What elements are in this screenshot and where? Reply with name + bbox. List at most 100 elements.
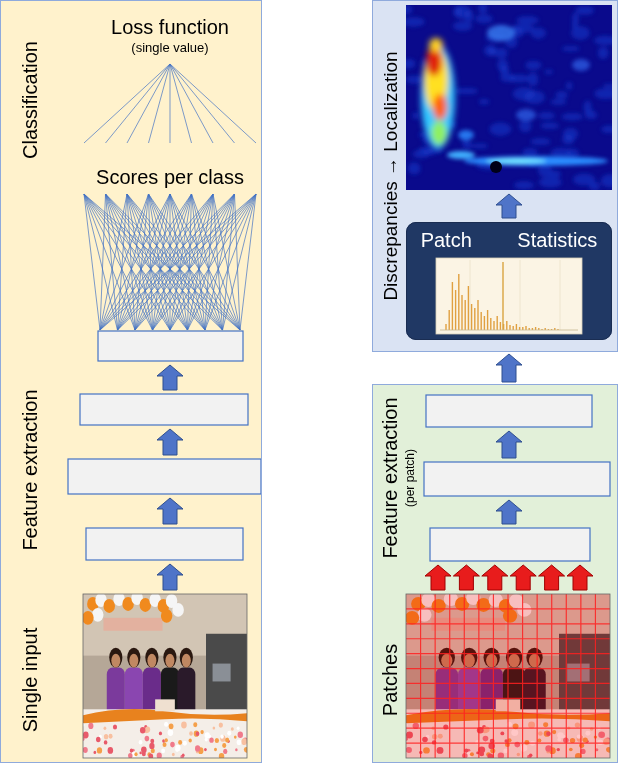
photo-part [420, 594, 421, 758]
photo-part [109, 734, 113, 739]
heatmap-speck [500, 74, 515, 82]
histogram-bar [471, 304, 472, 330]
photo-part [139, 751, 141, 754]
photo-part [406, 653, 610, 654]
photo-part [104, 618, 163, 631]
network-line [170, 64, 192, 143]
histogram-bar [497, 316, 498, 330]
heatmap-speck [548, 171, 561, 178]
heatmap-blob [572, 59, 590, 71]
patch-histogram [436, 258, 582, 334]
photo-part [209, 737, 213, 742]
photo-part [165, 738, 168, 742]
network-line [118, 194, 257, 330]
classification-panel-fill [0, 0, 262, 763]
party-photo [81, 591, 249, 759]
statistics-box-fill [406, 222, 612, 340]
photo-part [145, 736, 150, 742]
photo-part [83, 747, 88, 753]
photo-part [537, 594, 538, 758]
heatmap-speck [514, 181, 534, 189]
flow-arrow [157, 429, 183, 455]
photo-part [406, 623, 610, 624]
network-line [205, 194, 235, 330]
histogram-bar [500, 322, 501, 330]
photo-part [139, 740, 143, 744]
network-line [205, 194, 213, 330]
network-line [170, 194, 256, 330]
layer-box [98, 331, 243, 361]
party-photo [404, 591, 613, 759]
photo-part [113, 724, 117, 729]
network-line [170, 64, 256, 143]
photo-part [237, 739, 242, 745]
network-line [170, 64, 235, 143]
photo-part [83, 594, 247, 758]
photo-part [406, 638, 610, 639]
network-line [223, 194, 257, 330]
hotspot-part [433, 94, 447, 120]
photo-part [194, 731, 199, 737]
layer-box [68, 459, 261, 494]
photo-part [164, 722, 168, 727]
heatmap-speck [513, 87, 536, 100]
flow-arrow [496, 194, 522, 218]
histogram-bar [465, 300, 466, 330]
flow-arrow [157, 365, 183, 390]
heatmap-speck [478, 5, 487, 14]
network-line [205, 194, 256, 330]
photo-part [172, 603, 183, 617]
photo-part [223, 749, 227, 754]
patch-arrow [425, 565, 451, 590]
heatmap-speck [575, 6, 594, 15]
hotspot-part [431, 121, 447, 145]
network-line [100, 194, 106, 330]
histogram-gridline [470, 260, 471, 330]
heatmap-speck [522, 148, 538, 156]
heatmap-speck [471, 143, 488, 148]
photo-part [235, 748, 237, 751]
photo-part [129, 654, 138, 668]
photo-part [182, 654, 191, 668]
side-title: Classification [19, 41, 42, 159]
patch-arrow [453, 565, 479, 590]
photo-part [182, 754, 185, 757]
heatmap-speck [408, 162, 421, 174]
photo-part [225, 738, 229, 743]
photo-part [168, 729, 174, 736]
heatmap-streak [447, 151, 608, 166]
network-line [170, 64, 213, 143]
photo-part [551, 594, 552, 758]
side-title: (per patch) [404, 449, 418, 507]
photo-part [238, 731, 243, 738]
photo-part [219, 753, 224, 758]
histogram-ground [436, 258, 582, 334]
histogram-bar [481, 312, 482, 330]
network-line [240, 194, 256, 330]
photo-part [163, 742, 167, 747]
histogram-bar [522, 327, 523, 330]
photo-part [162, 739, 165, 742]
histogram-bar [509, 325, 510, 330]
photo-part [157, 753, 162, 758]
hotspot-part [429, 38, 443, 52]
network-line [100, 194, 256, 330]
network-line [118, 194, 214, 330]
heatmap-speck [519, 120, 531, 132]
network-line [153, 194, 235, 330]
photo-part [406, 683, 610, 684]
heatmap-speck [494, 48, 507, 58]
network-line [106, 194, 241, 330]
histogram-bar [458, 274, 459, 330]
flow-arrows [157, 194, 593, 590]
heatmap-speck [545, 69, 553, 74]
heatmap-streak-part [447, 151, 475, 159]
heatmap-speck [601, 126, 612, 133]
photo-part [464, 594, 465, 758]
histogram-gridline [520, 260, 521, 330]
heatmap-speck [406, 75, 422, 83]
network-line [170, 194, 235, 330]
photo-part [204, 748, 207, 751]
